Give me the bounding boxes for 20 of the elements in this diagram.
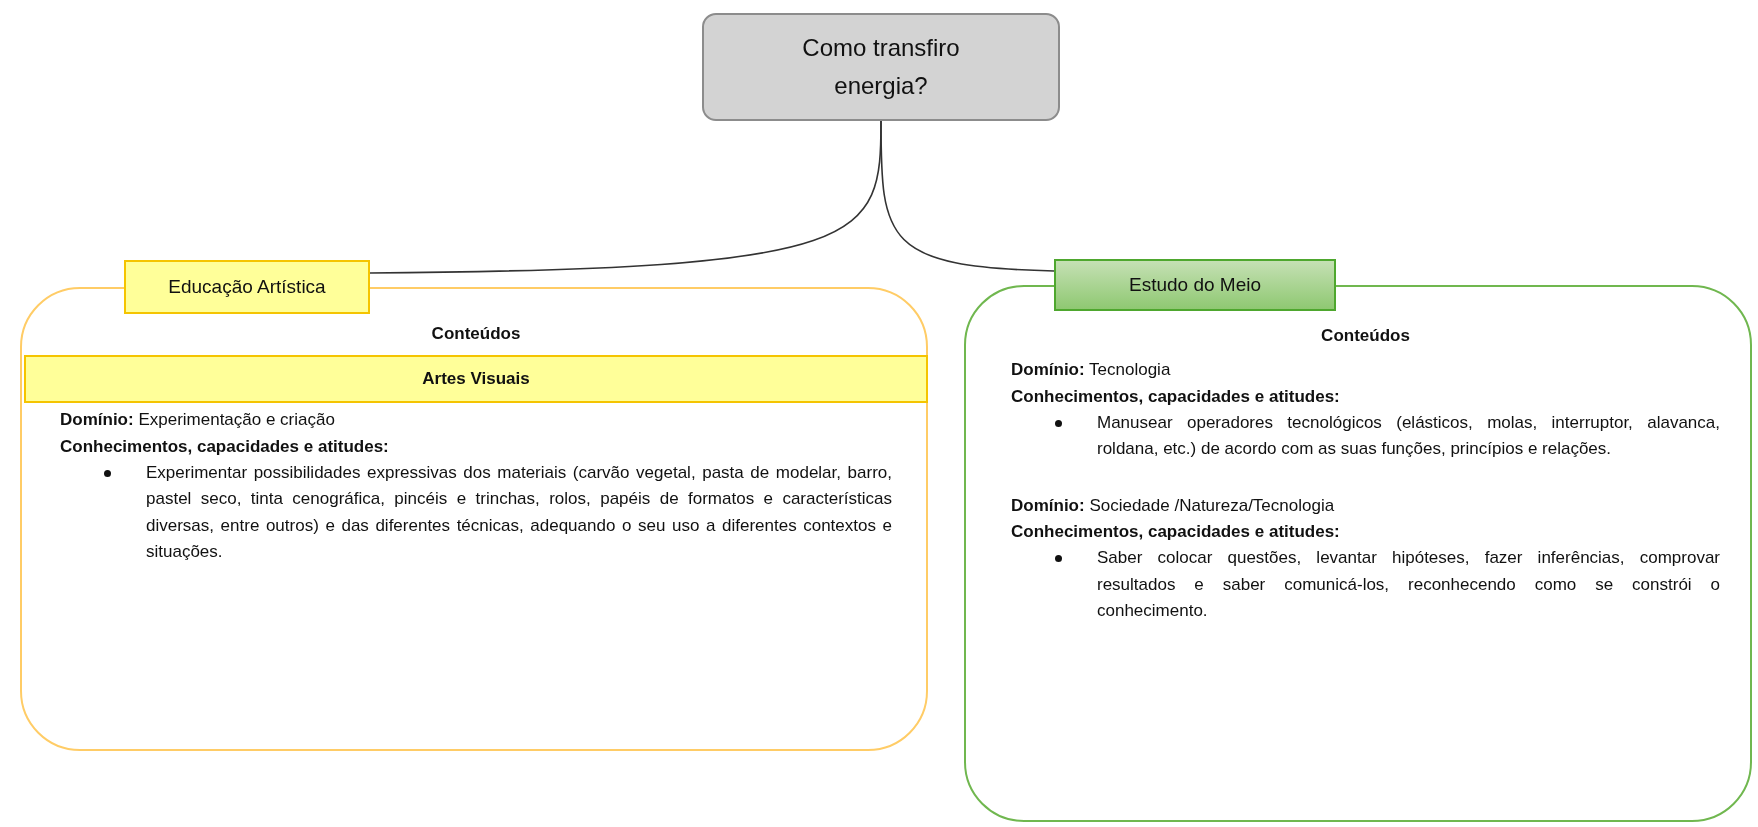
bullet-text: Saber colocar questões, levantar hipóteses, fazer inferências, comprovar resultados e saber comunicá-los, reconhecendo como se constrói o conhecimento. <box>1097 548 1720 621</box>
domain-line: Domínio: Experimentação e criação <box>60 409 336 432</box>
bullet-text: Manusear operadores tecnológicos (elásticos, molas, interruptor, alavanca, roldana, etc.) de acordo com as suas funções, princípios e relações. <box>1097 413 1720 459</box>
connector-line <box>880 120 1055 272</box>
subheading: Conhecimentos, capacidades e atitudes: <box>1011 385 1341 408</box>
question-text: Como transfiro energia? <box>801 32 961 101</box>
category-band <box>24 355 928 404</box>
question-box <box>702 13 1060 121</box>
band-title: Artes Visuais <box>422 368 530 391</box>
subject-tab <box>1054 259 1336 311</box>
bullet-text: Experimentar possibilidades expressivas dos materiais (carvão vegetal, pasta de modelar, barro, pastel seco, tinta cenográfica, pincéis e trinchas, rolos, papéis de formatos e características diversas, entre outros) e das diferentes técnicas, adequando o seu uso a diferentes contextos e situações. <box>146 463 892 562</box>
section-heading: Conteúdos <box>1320 325 1411 347</box>
subheading: Conhecimentos, capacidades e atitudes: <box>1011 521 1341 544</box>
domain-line: Domínio: Tecnologia <box>1011 359 1172 382</box>
subheading: Conhecimentos, capacidades e atitudes: <box>60 435 390 458</box>
subject-title: Educação Artística <box>168 275 326 300</box>
subject-tab <box>124 260 370 314</box>
domain-line: Domínio: Sociedade /Natureza/Tecnologia <box>1011 494 1336 517</box>
subject-title: Estudo do Meio <box>1129 273 1261 298</box>
section-heading: Conteúdos <box>430 323 522 345</box>
